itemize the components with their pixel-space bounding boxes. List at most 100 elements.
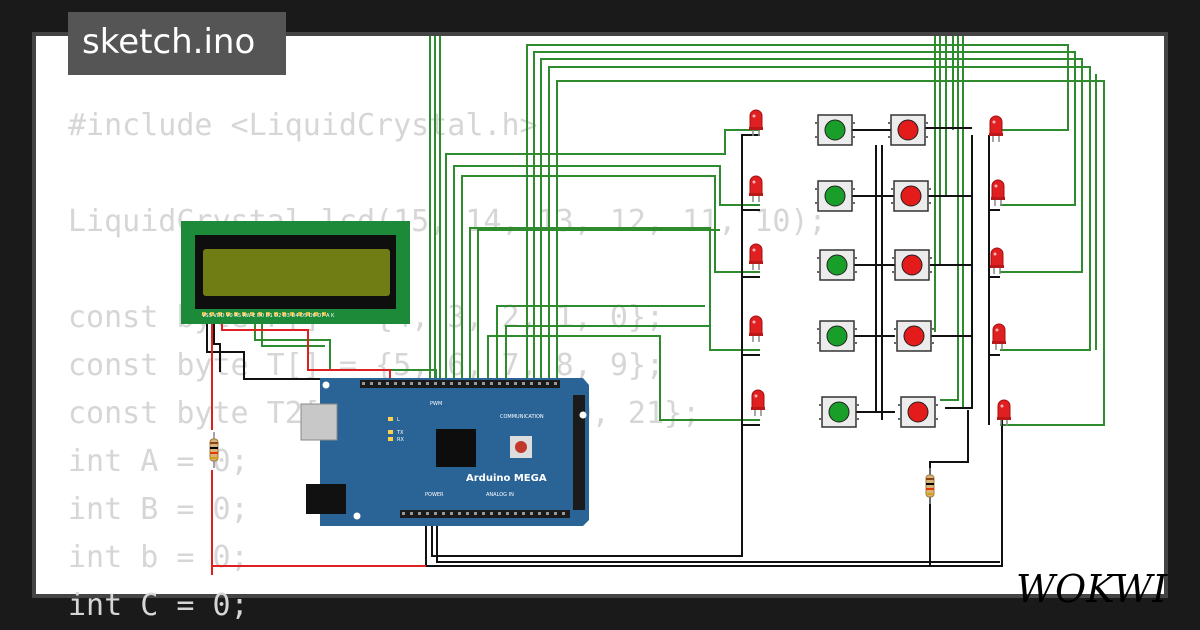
header-pin [506, 382, 509, 385]
lcd-pin [218, 312, 222, 316]
green-pushbutton-icon[interactable] [815, 114, 855, 146]
green-pushbutton-icon[interactable] [817, 249, 857, 281]
led-rim [992, 341, 1006, 344]
button-cap [900, 185, 922, 207]
button-cap [828, 401, 850, 423]
header-pin [530, 382, 533, 385]
button-cap [826, 325, 848, 347]
header-pin [362, 382, 365, 385]
led-body [751, 389, 765, 409]
led-highlight [995, 328, 999, 332]
button-cap [897, 119, 919, 141]
green-pushbutton-icon[interactable] [817, 320, 857, 352]
resistor-body [925, 474, 935, 498]
red-pushbutton-icon[interactable] [898, 396, 938, 428]
led-tx-label: TX [396, 430, 404, 436]
wire [526, 44, 1069, 386]
led-rim [989, 133, 1003, 136]
resistor-band [210, 447, 218, 449]
led-body [749, 243, 763, 263]
red-pushbutton-icon[interactable] [894, 320, 934, 352]
led-body [749, 315, 763, 335]
power-jack [306, 484, 346, 514]
resistor-icon [209, 432, 219, 468]
lcd-pin [306, 312, 310, 316]
lcd-pin [250, 312, 254, 316]
sketch-filename: sketch.ino [82, 22, 256, 62]
led-rim [749, 261, 763, 264]
header-pin [426, 382, 429, 385]
green-wires [254, 36, 1105, 426]
header-pin [514, 382, 517, 385]
header-pin [498, 512, 501, 515]
lcd-pin [202, 312, 206, 316]
header-pin [466, 512, 469, 515]
led-body [992, 323, 1006, 343]
power-label: POWER [425, 492, 444, 498]
red-led-icon [751, 389, 765, 416]
header-pin [474, 512, 477, 515]
mount-hole [579, 411, 587, 419]
led-rx-label: RX [397, 437, 404, 443]
led-rim [990, 265, 1004, 268]
led-highlight [993, 252, 997, 256]
button-cap [901, 254, 923, 276]
lcd-pin [322, 312, 326, 316]
led-highlight [992, 120, 996, 124]
code-line: int b = 0; [68, 540, 249, 575]
wire [469, 227, 760, 386]
wire [742, 209, 760, 426]
lcd-pin [266, 312, 270, 316]
lcd-pin-labels: VSS VDD V0 RS RW E D0 D1 D2 D3 D4 D5 D6 … [202, 313, 335, 319]
resistor-band [210, 442, 218, 444]
header-pin [546, 382, 549, 385]
wire [496, 305, 705, 386]
header-pin [442, 382, 445, 385]
wire [556, 80, 1105, 426]
resistor-band [210, 457, 218, 459]
wire [445, 129, 760, 386]
wire [925, 127, 972, 337]
button-cap [824, 185, 846, 207]
led-rim [749, 193, 763, 196]
header-pin [530, 512, 533, 515]
resistor-band [926, 478, 934, 480]
header-pin [442, 512, 445, 515]
red-led-icon [749, 243, 763, 270]
green-pushbutton-icon[interactable] [819, 396, 859, 428]
header-pin [482, 382, 485, 385]
sketch-title-tab[interactable]: sketch.ino [68, 12, 286, 75]
reset-button-cap[interactable] [515, 441, 527, 453]
header-pin [490, 382, 493, 385]
pwm-label: PWM [430, 401, 442, 407]
header-pin [538, 512, 541, 515]
lcd-pin [226, 312, 230, 316]
red-led-icon [991, 179, 1005, 206]
resistor-icon [925, 468, 935, 504]
analog-in-label: ANALOG IN [486, 492, 514, 498]
resistor-band [926, 483, 934, 485]
led-highlight [752, 248, 756, 252]
board-headers [360, 380, 585, 518]
wire [425, 420, 1003, 567]
header-pin [378, 382, 381, 385]
led-highlight [1000, 404, 1004, 408]
led-rim [997, 417, 1011, 420]
lcd-display[interactable]: VSS VDD V0 RS RW E D0 D1 D2 D3 D4 D5 D6 … [181, 221, 410, 324]
red-pushbutton-icon[interactable] [888, 114, 928, 146]
header-pin [538, 382, 541, 385]
green-pushbutton-icon[interactable] [815, 180, 855, 212]
red-pushbutton-icon[interactable] [891, 180, 931, 212]
black-wires [206, 127, 1003, 567]
led-body [989, 115, 1003, 135]
header-pin [498, 382, 501, 385]
led-body [997, 399, 1011, 419]
wokwi-logo-text: WOKWI [1016, 567, 1168, 611]
led-tx-icon [388, 430, 393, 434]
wire [206, 315, 401, 386]
led-rx-icon [388, 437, 393, 441]
arduino-mega-board[interactable]: Arduino MEGA PWM COMMUNICATION POWER ANA… [300, 378, 589, 526]
resistor-band [210, 452, 218, 454]
header-pin [522, 512, 525, 515]
red-pushbutton-icon[interactable] [892, 249, 932, 281]
